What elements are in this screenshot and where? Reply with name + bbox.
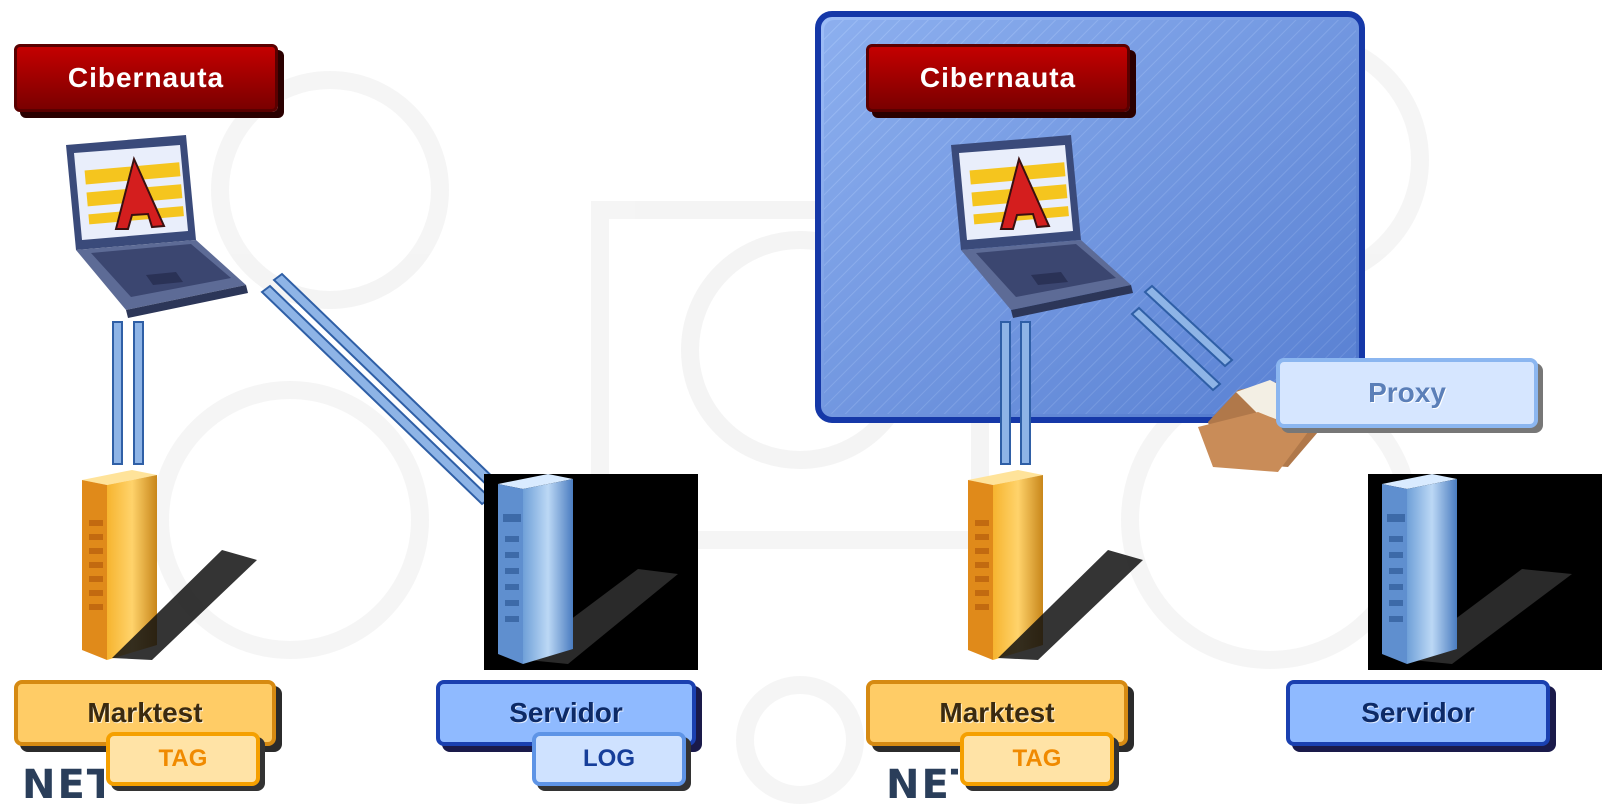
tag-label: TAG bbox=[960, 732, 1114, 786]
servidor-server-icon bbox=[498, 474, 678, 664]
client-zone-stripes bbox=[824, 20, 1356, 414]
cibernauta-label: Cibernauta bbox=[866, 44, 1130, 112]
connection-laptop-marktest bbox=[112, 321, 144, 465]
servidor-label: Servidor bbox=[1286, 680, 1550, 746]
net-logo: NET bbox=[886, 762, 958, 802]
connection-laptop-proxy bbox=[1130, 284, 1234, 392]
proxy-label: Proxy bbox=[1276, 358, 1538, 428]
tag-label: TAG bbox=[106, 732, 260, 786]
servidor-server-icon bbox=[1382, 474, 1572, 664]
connection-laptop-marktest bbox=[1000, 321, 1031, 465]
log-label: LOG bbox=[532, 732, 686, 786]
marktest-server-icon bbox=[968, 470, 1143, 660]
cibernauta-label: Cibernauta bbox=[14, 44, 278, 112]
net-logo: NET bbox=[22, 762, 104, 802]
